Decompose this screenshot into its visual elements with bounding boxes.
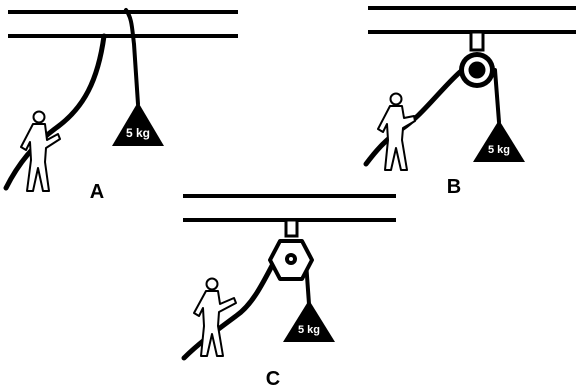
pulley-wheel-b-icon	[459, 52, 495, 88]
rope-a-person	[3, 33, 107, 191]
ceiling-beam-a	[8, 10, 238, 38]
mass-a: 5 kg	[112, 102, 164, 146]
mass-a-triangle	[112, 102, 164, 146]
rope-b-mass	[493, 68, 501, 124]
panel-c-label: C	[266, 368, 280, 390]
ceiling-beam-c	[183, 194, 396, 222]
panel-b-label: B	[447, 176, 461, 198]
person-c-icon	[193, 277, 237, 357]
pulley-bracket-b	[469, 30, 485, 52]
mass-c: 5 kg	[283, 300, 335, 342]
panel-a: 5 kg A	[3, 8, 238, 203]
person-a-icon	[20, 110, 61, 192]
mass-b: 5 kg	[473, 120, 525, 162]
panel-c: 5 kg C	[181, 194, 396, 390]
ceiling-beam-b	[368, 6, 576, 34]
mass-b-triangle	[473, 120, 525, 162]
panel-b: 5 kg B	[363, 6, 576, 198]
mass-c-triangle	[283, 300, 335, 342]
pulley-hex-c-icon	[268, 239, 314, 281]
pulley-bracket-c	[284, 218, 299, 238]
person-b-icon	[377, 92, 416, 171]
mass-c-label: 5 kg	[298, 324, 320, 336]
mass-a-label: 5 kg	[126, 126, 150, 140]
panel-a-label: A	[90, 181, 104, 203]
mass-b-label: 5 kg	[488, 144, 510, 156]
rope-a-mass	[124, 8, 140, 106]
rope-c-person	[181, 257, 278, 361]
